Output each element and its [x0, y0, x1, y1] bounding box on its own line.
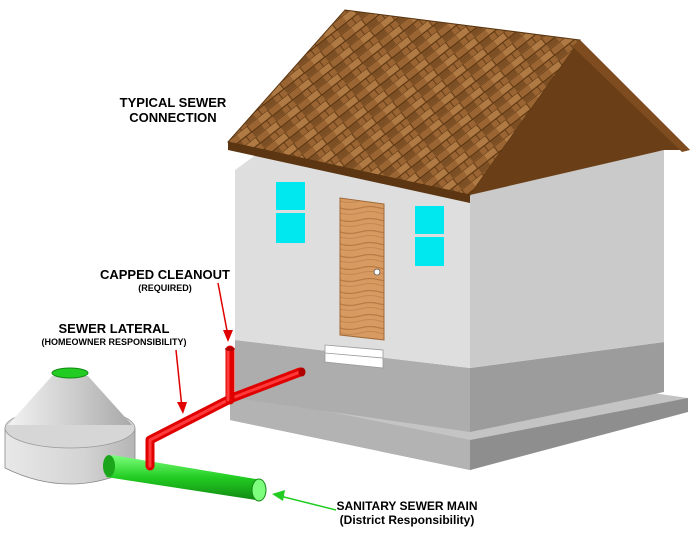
arrow-down-icon — [223, 330, 233, 342]
lateral-label-main: SEWER LATERAL — [58, 321, 170, 336]
window-left — [276, 182, 305, 243]
title-line-2: CONNECTION — [129, 109, 217, 125]
arrow-down-icon — [177, 402, 187, 414]
sewer-main-label-main: SANITARY SEWER MAIN — [336, 499, 478, 513]
front-steps — [324, 344, 384, 369]
lateral-label-sub: (HOMEOWNER RESPONSIBILITY) — [41, 336, 187, 347]
cleanout-label-main: CAPPED CLEANOUT — [99, 267, 230, 282]
window-right — [415, 206, 444, 266]
cleanout-label: CAPPED CLEANOUT (REQUIRED) — [80, 267, 250, 293]
lateral-label: SEWER LATERAL (HOMEOWNER RESPONSIBILITY) — [14, 321, 214, 347]
roof — [227, 9, 690, 203]
arrow-left-icon — [272, 490, 285, 501]
cleanout-label-sub: (REQUIRED) — [138, 282, 192, 293]
door-knob-icon — [373, 268, 381, 276]
house-foundation — [235, 340, 664, 432]
sanitary-sewer-main-pipe — [103, 455, 267, 502]
title-line-1: TYPICAL SEWER — [119, 95, 227, 110]
manhole — [4, 367, 136, 485]
manhole-cover — [51, 367, 89, 379]
front-door — [339, 197, 385, 341]
leader-lines — [175, 282, 337, 511]
diagram-title: TYPICAL SEWER CONNECTION — [108, 95, 238, 126]
sewer-main-label-sub: (District Responsibility) — [339, 512, 475, 527]
sewer-lateral-pipe — [145, 345, 306, 471]
sewer-main-label: SANITARY SEWER MAIN (District Responsibi… — [312, 499, 502, 528]
